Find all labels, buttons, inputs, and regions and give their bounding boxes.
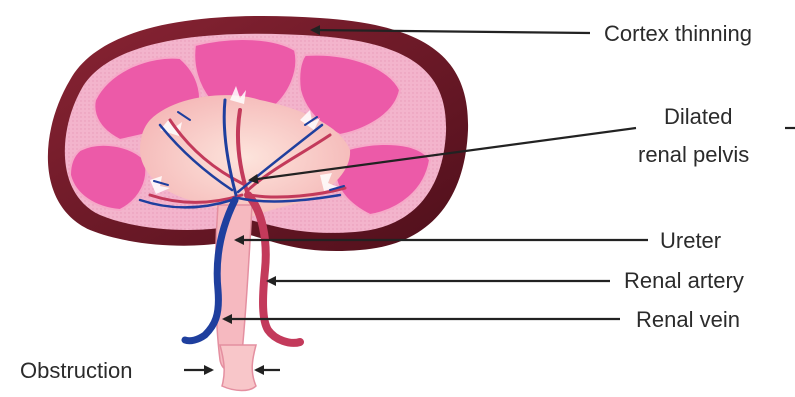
label-ureter: Ureter	[660, 228, 721, 253]
ureter-constriction	[220, 345, 256, 391]
label-renal-vein: Renal vein	[636, 307, 740, 332]
label-renal-artery: Renal artery	[624, 268, 744, 293]
label-dilated: Dilated	[664, 104, 732, 129]
label-obstruction: Obstruction	[20, 358, 133, 383]
label-cortex-thinning: Cortex thinning	[604, 21, 752, 46]
label-renal-pelvis: renal pelvis	[638, 142, 749, 167]
